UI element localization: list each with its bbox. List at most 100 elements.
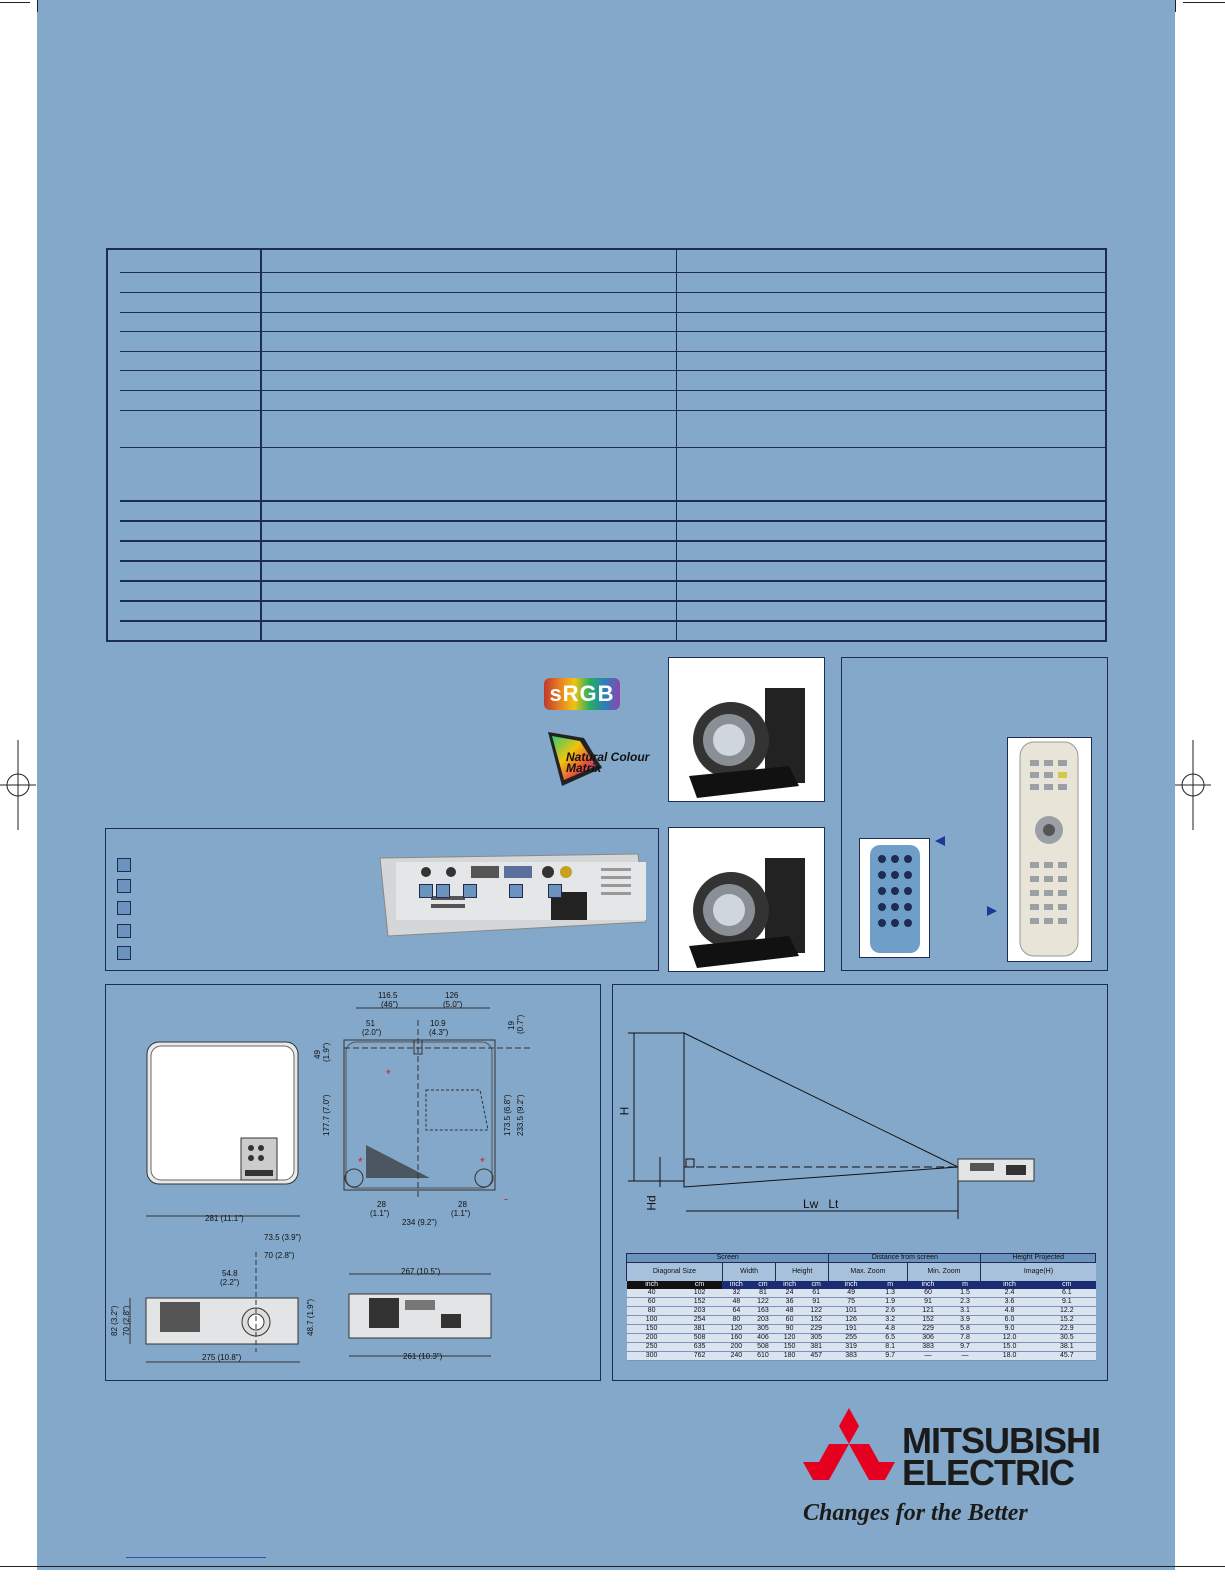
table-cell: 383 (828, 1351, 874, 1361)
table-cell: 300 (626, 1351, 677, 1361)
table-cell: 3.2 (873, 1315, 908, 1325)
table-cell: 36 (775, 1297, 804, 1307)
table-cell: 4.8 (980, 1306, 1039, 1316)
table-cell: 22.9 (1038, 1324, 1096, 1334)
table-cell: — (907, 1351, 950, 1361)
table-cell: 75 (828, 1297, 874, 1307)
table-cell: 24 (775, 1289, 804, 1298)
dimension-label: 275 (10.8") (202, 1353, 242, 1362)
table-cell: 7.8 (949, 1333, 981, 1343)
table-cell: 250 (626, 1342, 677, 1352)
table-cell: 2.4 (980, 1289, 1039, 1298)
table-cell: 15.0 (980, 1342, 1039, 1352)
footer-link-underline[interactable] (126, 1557, 266, 1558)
projection-diagram (628, 1032, 1035, 1219)
table-cell: 91 (803, 1297, 829, 1307)
srgb-logo: sRGB (544, 678, 620, 710)
dimension-label: 233.5 (9.2") (516, 1094, 525, 1136)
table-cell: 18.0 (980, 1351, 1039, 1361)
table-cell: 3.1 (949, 1306, 981, 1316)
spec-row (120, 447, 1105, 448)
spec-row (120, 390, 1105, 391)
table-cell: 305 (803, 1333, 829, 1343)
table-cell: 610 (750, 1351, 776, 1361)
table-cell: 60 (775, 1315, 804, 1325)
table-cell: 61 (803, 1289, 829, 1298)
spec-table (106, 248, 1107, 642)
connector-bullet (117, 946, 131, 960)
table-cell: 102 (676, 1289, 723, 1298)
natural-colour-matrix-icon (548, 732, 602, 786)
table-cell: 48 (775, 1306, 804, 1316)
unit-cell: inch (907, 1281, 950, 1289)
spec-row (120, 351, 1105, 352)
spec-row (120, 312, 1105, 313)
table-cell: 9.1 (1038, 1297, 1096, 1307)
dimension-label: 126 (445, 991, 459, 1000)
table-cell: 2.3 (949, 1297, 981, 1307)
spec-row (120, 580, 1105, 582)
table-cell: 200 (722, 1342, 751, 1352)
table-cell: 305 (750, 1324, 776, 1334)
table-sub-header: Image(H) (980, 1262, 1096, 1281)
spec-row (120, 272, 1105, 273)
small-remote-image (870, 845, 920, 953)
dimension-label: 70 (2.8") (264, 1251, 295, 1260)
table-cell: 152 (907, 1315, 950, 1325)
table-cell: 6.1 (1038, 1289, 1096, 1298)
dimension-label: (46") (381, 1000, 399, 1009)
table-cell: 40 (626, 1289, 677, 1298)
unit-cell: cm (750, 1281, 776, 1289)
table-cell: 38.1 (1038, 1342, 1096, 1352)
dimension-label: 54.8 (222, 1269, 238, 1278)
unit-cell: cm (1038, 1281, 1096, 1289)
table-cell: 49 (828, 1289, 874, 1298)
table-cell: 101 (828, 1306, 874, 1316)
connector-bullet (117, 879, 131, 893)
connector-marker (548, 884, 562, 898)
table-cell: 3.6 (980, 1297, 1039, 1307)
spec-row (120, 331, 1105, 332)
large-remote-box (1007, 737, 1092, 962)
table-cell: 152 (676, 1297, 723, 1307)
dimension-label: 28 (377, 1200, 386, 1209)
crop-mark (37, 0, 38, 12)
dimension-label: 116.5 (378, 991, 398, 1000)
table-cell: — (949, 1351, 981, 1361)
arrow-right-icon (987, 906, 997, 916)
projector-front-view (129, 1215, 300, 1363)
dimension-label: 82 (3.2") (110, 1305, 119, 1336)
projector-top-view (146, 1041, 299, 1185)
unit-cell: cm (676, 1281, 723, 1289)
spec-row (120, 520, 1105, 522)
table-cell: 229 (907, 1324, 950, 1334)
small-remote-box (859, 838, 930, 958)
unit-cell: inch (980, 1281, 1039, 1289)
table-cell: 32 (722, 1289, 751, 1298)
table-cell: 1.9 (873, 1297, 908, 1307)
table-cell: 6.5 (873, 1333, 908, 1343)
bottom-rule (0, 1566, 1225, 1567)
table-cell: 60 (626, 1297, 677, 1307)
dimension-label: 10.9 (430, 1019, 446, 1028)
mitsubishi-logo-icon (803, 1408, 895, 1480)
spec-row (120, 620, 1105, 622)
table-cell: 163 (750, 1306, 776, 1316)
table-cell: 508 (676, 1333, 723, 1343)
connector-bullet (117, 901, 131, 915)
svg-text:*: * (386, 1067, 391, 1081)
dimension-label: 28 (458, 1200, 467, 1209)
dimension-label: 281 (11.1") (205, 1214, 244, 1223)
table-sub-header: Width (721, 1262, 776, 1281)
projector-lamp-image (689, 858, 805, 968)
table-cell: 200 (626, 1333, 677, 1343)
spec-row (120, 600, 1105, 602)
table-cell: 319 (828, 1342, 874, 1352)
table-cell: 229 (803, 1324, 829, 1334)
dimension-label: (5.0") (443, 1000, 463, 1009)
